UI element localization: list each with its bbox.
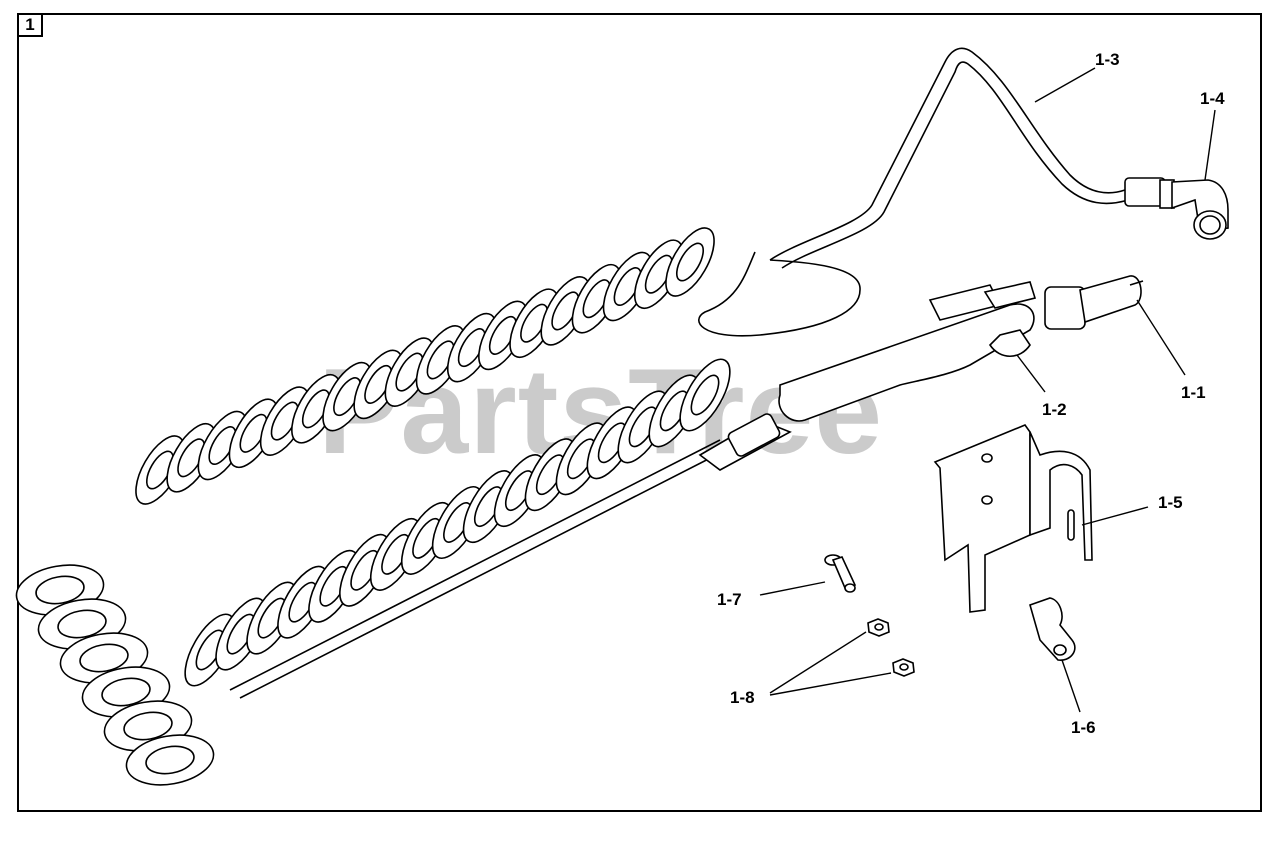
spray-gun-part-1-2 (698, 275, 1142, 471)
leader-lines (759, 67, 1216, 713)
callout-1-7: 1-7 (717, 590, 742, 609)
hose-coil-loop (123, 711, 173, 741)
clamp-part-1-6 (1029, 597, 1076, 661)
callout-1-3: 1-3 (1095, 50, 1120, 69)
callout-1-4: 1-4 (1200, 89, 1225, 108)
callout-1-8: 1-8 (730, 688, 755, 707)
hose-coil-loop (35, 575, 85, 605)
coiled-hose-lower (184, 358, 731, 699)
hose-part-1-3 (698, 47, 1129, 337)
diagram-frame (17, 13, 1262, 812)
hose-coil-loop (57, 609, 107, 639)
callout-1-6: 1-6 (1071, 718, 1096, 737)
hose-coil-loop (101, 677, 151, 707)
callout-1-5: 1-5 (1158, 493, 1183, 512)
swivel-part-1-4 (1124, 177, 1229, 240)
callout-1-1: 1-1 (1181, 383, 1206, 402)
hose-coil-loop (145, 745, 195, 775)
hose-coil-loop (675, 242, 705, 282)
bolt-part-1-7 (824, 554, 857, 593)
hose-inner-line (239, 447, 731, 699)
hose-inner-line (229, 439, 721, 691)
nut-part-1-8b (892, 658, 915, 677)
nut-part-1-8a (867, 618, 890, 637)
hose-coil-loop (79, 643, 129, 673)
coiled-hose-upper (135, 227, 715, 505)
figure-number: 1 (17, 13, 43, 37)
coiled-hose-end-loops (15, 564, 215, 786)
bracket-part-1-5 (933, 424, 1093, 613)
hose-coil-loop (690, 374, 720, 416)
wand-part-1-1 (1129, 280, 1144, 286)
callout-1-2: 1-2 (1042, 400, 1067, 419)
